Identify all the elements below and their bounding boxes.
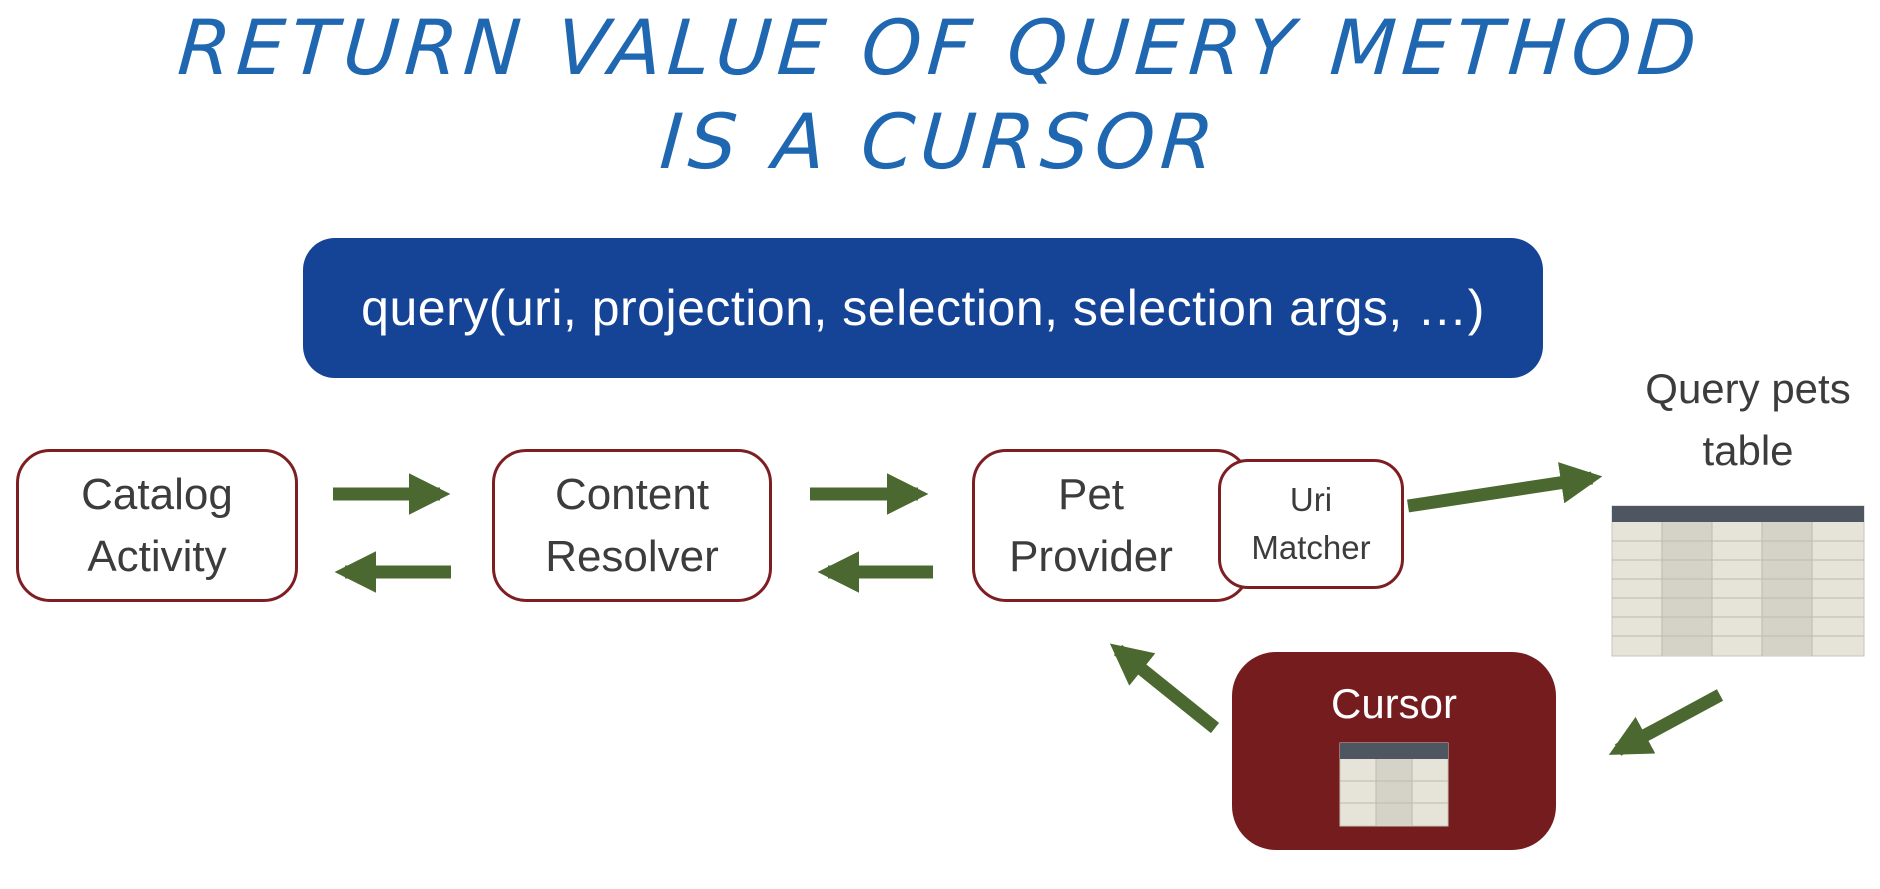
table-label-line2: table	[1702, 427, 1794, 474]
table-label-line1: Query pets	[1645, 365, 1851, 412]
matcher-label-line2: Matcher	[1251, 529, 1371, 566]
query-method-signature: query(uri, projection, selection, select…	[361, 280, 1485, 336]
arrow-cursor-to-provider	[1109, 643, 1220, 734]
query-table-label: Query pets table	[1598, 358, 1880, 482]
content-resolver-node: Content Resolver	[492, 449, 772, 602]
query-method-bar: query(uri, projection, selection, select…	[303, 238, 1543, 378]
resolver-label-line1: Content	[554, 469, 710, 519]
catalog-label-line1: Catalog	[81, 469, 233, 519]
catalog-label-line2: Activity	[87, 531, 227, 581]
arrow-matcher-to-table	[1407, 462, 1603, 513]
provider-label-line2: Provider	[1009, 531, 1173, 581]
resolver-label-line2: Resolver	[545, 531, 719, 581]
pets-table-icon	[1611, 505, 1865, 657]
cursor-label: Cursor	[1330, 680, 1458, 727]
provider-label-line1: Pet	[1057, 469, 1125, 519]
arrow-table-to-cursor	[1608, 689, 1724, 756]
matcher-label-line1: Uri	[1289, 481, 1333, 518]
catalog-activity-node: Catalog Activity	[16, 449, 298, 602]
uri-matcher-node: Uri Matcher	[1218, 459, 1404, 589]
cursor-table-icon	[1339, 742, 1449, 827]
